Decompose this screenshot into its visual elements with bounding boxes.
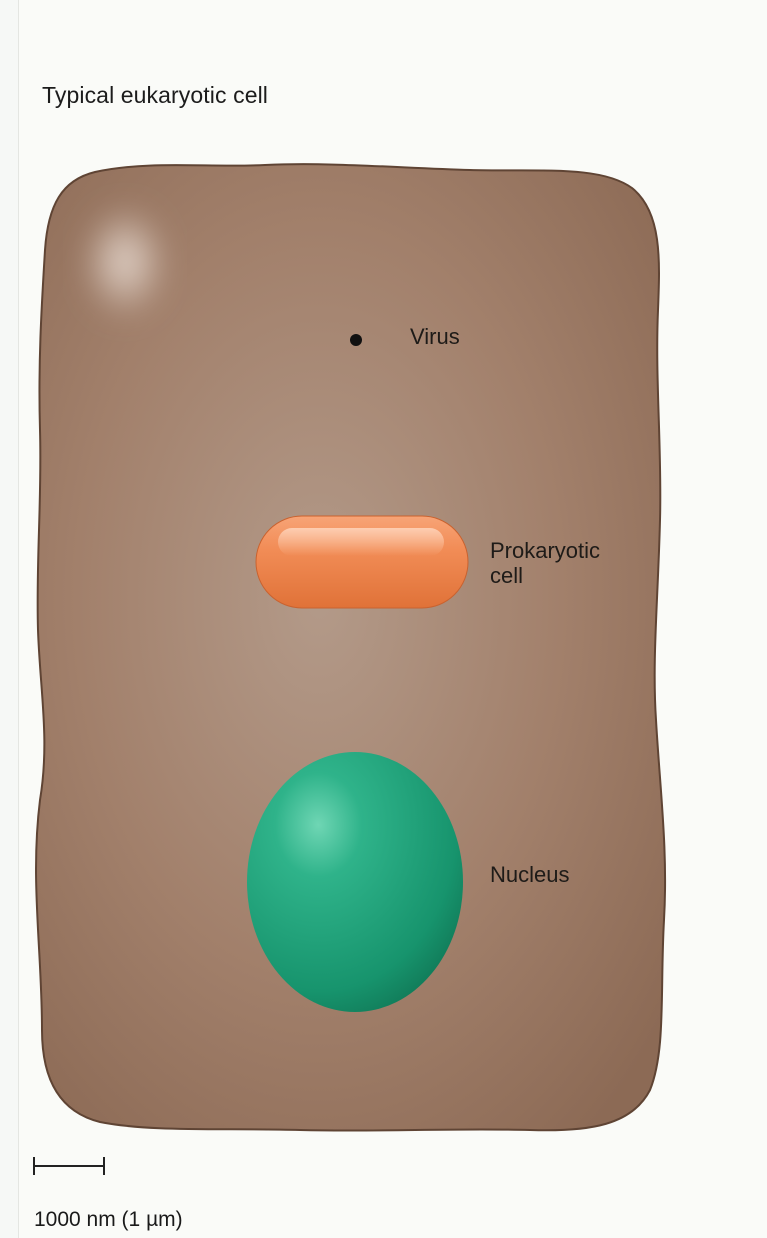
- prokaryotic-label-line1: Prokaryotic: [490, 538, 600, 563]
- virus-label: Virus: [410, 324, 460, 349]
- virus-dot: [350, 334, 362, 346]
- nucleus: [247, 752, 463, 1012]
- scale-bar-label: 1000 nm (1 µm): [34, 1208, 183, 1232]
- prokaryotic-label-line2: cell: [490, 563, 600, 588]
- scale-bar: [34, 1157, 104, 1175]
- prokaryotic-cell: [256, 516, 468, 608]
- prokaryotic-cell-label: Prokaryotic cell: [490, 538, 600, 588]
- cell-highlight: [81, 204, 169, 320]
- nucleus-label: Nucleus: [490, 862, 569, 887]
